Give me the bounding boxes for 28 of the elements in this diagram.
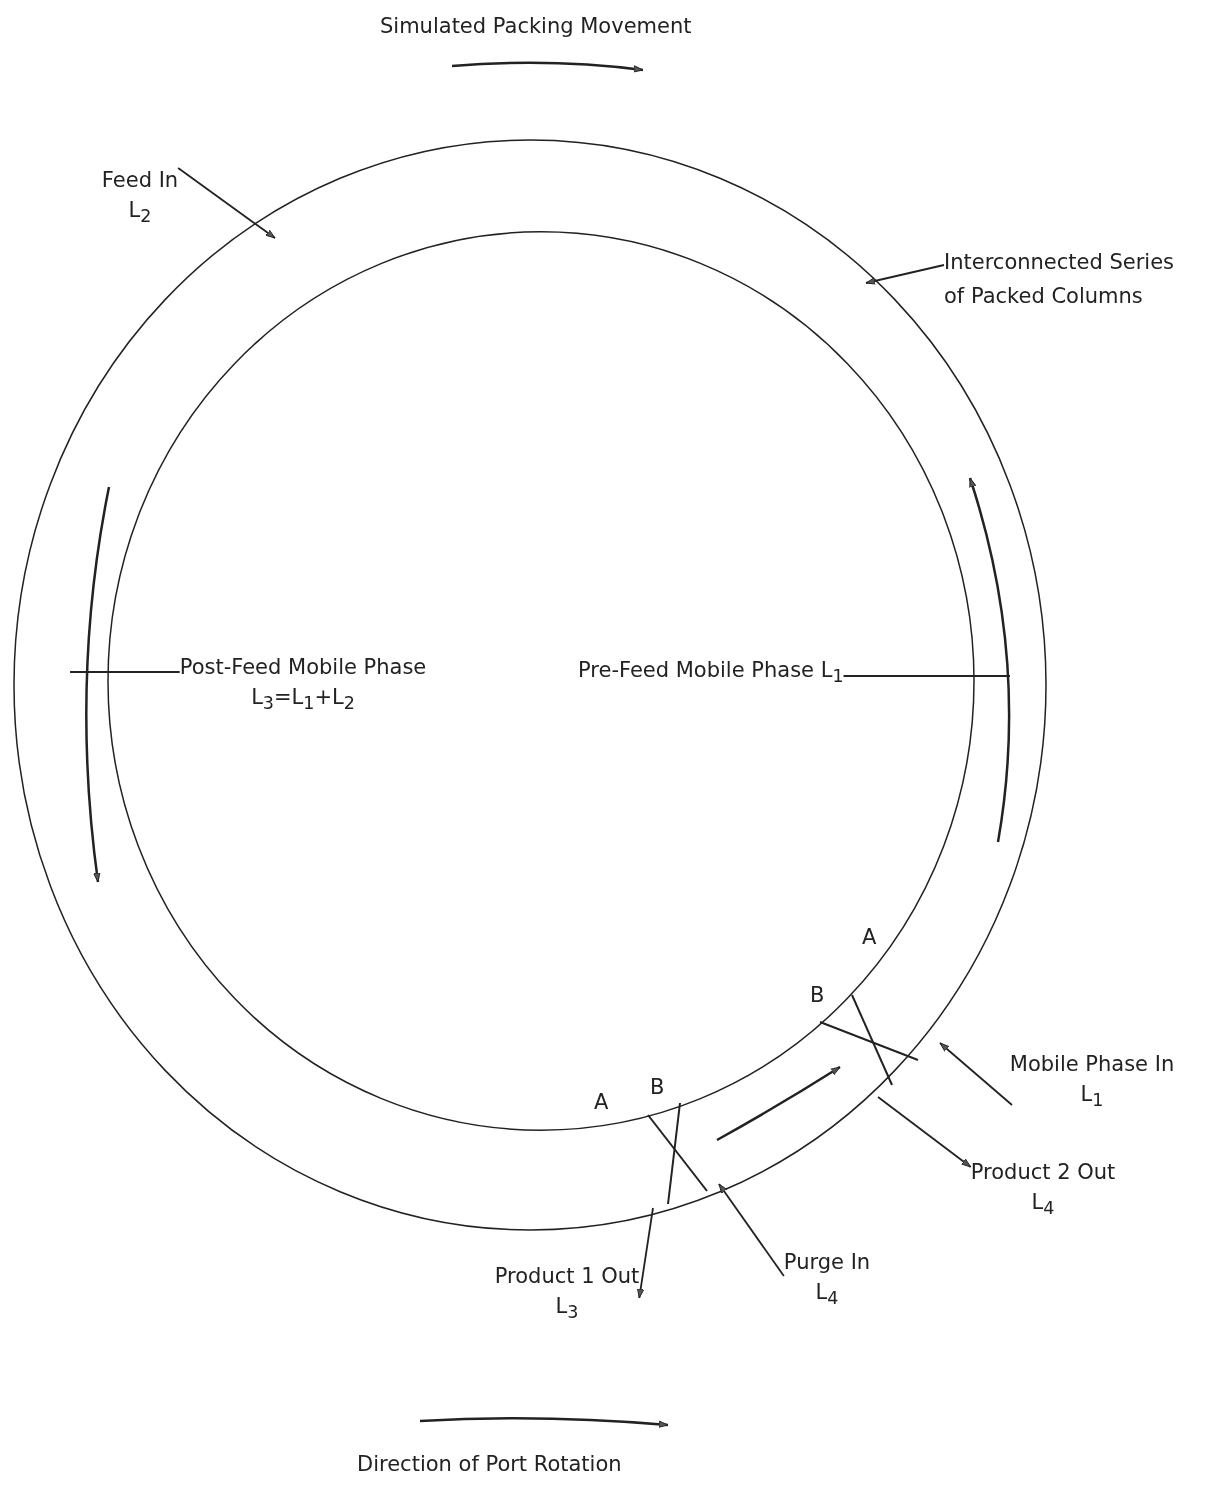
flow-rate-label: L$_{4}$ bbox=[814, 1280, 840, 1309]
leader-line bbox=[69, 671, 181, 673]
port-letter: A bbox=[862, 925, 877, 949]
stream-label: Purge In bbox=[783, 1250, 871, 1274]
port-letter: A bbox=[594, 1090, 609, 1114]
port-letter: B bbox=[650, 1075, 665, 1099]
arrow bbox=[865, 264, 945, 285]
stream-label: Post-Feed Mobile Phase bbox=[179, 655, 427, 679]
arrow bbox=[177, 167, 276, 239]
flow-rate-label: L$_{4}$ bbox=[1030, 1190, 1056, 1219]
port-letter: B bbox=[810, 983, 825, 1007]
stream-label: Feed In bbox=[101, 168, 179, 192]
flow-rate-label: L$_{3}$=L$_{1}$+L$_{2}$ bbox=[250, 685, 356, 714]
flow-rate-label: L$_{1}$ bbox=[1079, 1082, 1105, 1111]
flow-rate-label: L$_{3}$ bbox=[554, 1294, 580, 1323]
arrow bbox=[877, 1096, 972, 1168]
stream-label: Interconnected Series of Packed Columns bbox=[944, 249, 1176, 310]
flow-rate-label: L$_{2}$ bbox=[127, 198, 153, 227]
arrow bbox=[939, 1042, 1013, 1106]
title-label: Direction of Port Rotation bbox=[357, 1452, 622, 1476]
stream-label: Product 2 Out bbox=[970, 1160, 1116, 1184]
title-label: Simulated Packing Movement bbox=[380, 14, 692, 38]
leader-line bbox=[842, 675, 1011, 677]
arrow bbox=[637, 1207, 654, 1299]
stream-label: Mobile Phase In bbox=[1009, 1052, 1175, 1076]
stream-label: Pre-Feed Mobile Phase L$_{1}$ bbox=[578, 658, 844, 687]
arrow bbox=[718, 1183, 785, 1277]
stream-label: Product 1 Out bbox=[494, 1264, 640, 1288]
